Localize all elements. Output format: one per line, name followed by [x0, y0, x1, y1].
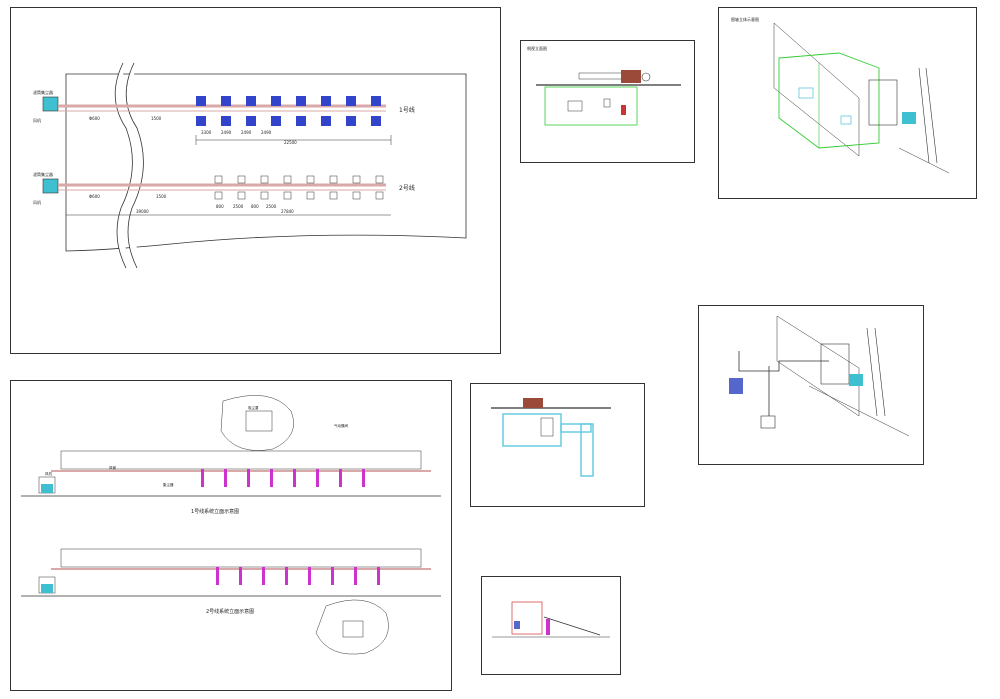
elevation-line2-stations — [216, 567, 380, 585]
elevation-sheet: 1号线系统立面示意图 风机 集尘器 吸尘罩 风管 气动蝶阀 2号线系统立面示意图 — [10, 380, 452, 691]
section-a-title: 侧视立面图 — [527, 45, 547, 51]
elev-hood-label: 吸尘罩 — [248, 405, 259, 410]
elev-duct-label: 风管 — [109, 465, 116, 470]
elevation-line2-caption: 2号线系统立面示意图 — [206, 608, 254, 615]
dim-l2-e: 39000 — [136, 209, 149, 214]
section-c-drawing — [492, 601, 610, 638]
line1-label: 1号线 — [399, 106, 415, 114]
isometric-top-title: 图轴立体示意图 — [731, 16, 759, 22]
line1-stations — [196, 96, 381, 126]
elevation-line1-stations — [201, 469, 365, 487]
filter-label-l1: 滤筒集尘器 — [33, 89, 53, 95]
dim-l1-a: 3300 — [201, 130, 212, 135]
section-b-drawing — [491, 398, 611, 477]
dim-l2-a: 800 — [216, 204, 224, 209]
isometric-top-sheet: 图轴立体示意图 — [718, 7, 977, 199]
section-a-drawing: 侧视立面图 — [527, 45, 681, 126]
section-b-sheet — [470, 383, 645, 507]
elev-fan-label: 风机 — [45, 471, 52, 476]
section-a-sheet: 侧视立面图 — [520, 40, 695, 163]
dim-l2-b: 2500 — [233, 204, 244, 209]
isometric-bottom-sheet — [698, 305, 924, 465]
section-c-sheet — [481, 576, 621, 675]
fan-box-line2 — [42, 178, 59, 194]
fan-label-l1: 风机 — [33, 117, 41, 123]
isometric-bottom-drawing — [729, 315, 910, 437]
dim-l1-b: 2490 — [221, 130, 232, 135]
dim-l1-total: 22500 — [284, 140, 297, 145]
plan-view-drawing: 3300 2490 2490 2490 22500 1500 Φ600 1号线 … — [33, 62, 467, 269]
dim-l1-c: 2490 — [241, 130, 252, 135]
filter-label-l2: 滤筒集尘器 — [33, 171, 53, 177]
dim-l1-offset: 1500 — [151, 116, 162, 121]
elevation-line1-caption: 1号线系统立面示意图 — [191, 508, 239, 515]
collector-box-a — [621, 70, 641, 83]
line2-stations — [214, 175, 384, 200]
dim-l1-dia: Φ600 — [89, 116, 100, 121]
elevation-drawing: 1号线系统立面示意图 风机 集尘器 吸尘罩 风管 气动蝶阀 2号线系统立面示意图 — [21, 395, 441, 655]
dim-l2-d: 2500 — [266, 204, 277, 209]
collector-box-b — [523, 398, 543, 408]
collector-top — [868, 79, 898, 126]
elev-collector-label: 集尘器 — [163, 482, 174, 487]
fan-label-l2: 风机 — [33, 199, 41, 205]
dim-l2-c: 800 — [251, 204, 259, 209]
dim-l2-dia: Φ600 — [89, 194, 100, 199]
dim-l1-d: 2490 — [261, 130, 272, 135]
dim-l2-f: 1500 — [156, 194, 167, 199]
dim-l2-g: 27840 — [281, 209, 294, 214]
elev-valve-label: 气动蝶阀 — [334, 423, 348, 428]
plan-view-sheet: 3300 2490 2490 2490 22500 1500 Φ600 1号线 … — [10, 7, 501, 354]
fan-box-line1 — [42, 96, 59, 112]
isometric-top-drawing: 图轴立体示意图 — [731, 16, 950, 174]
collector-bottom — [820, 343, 850, 385]
line2-label: 2号线 — [399, 184, 415, 192]
